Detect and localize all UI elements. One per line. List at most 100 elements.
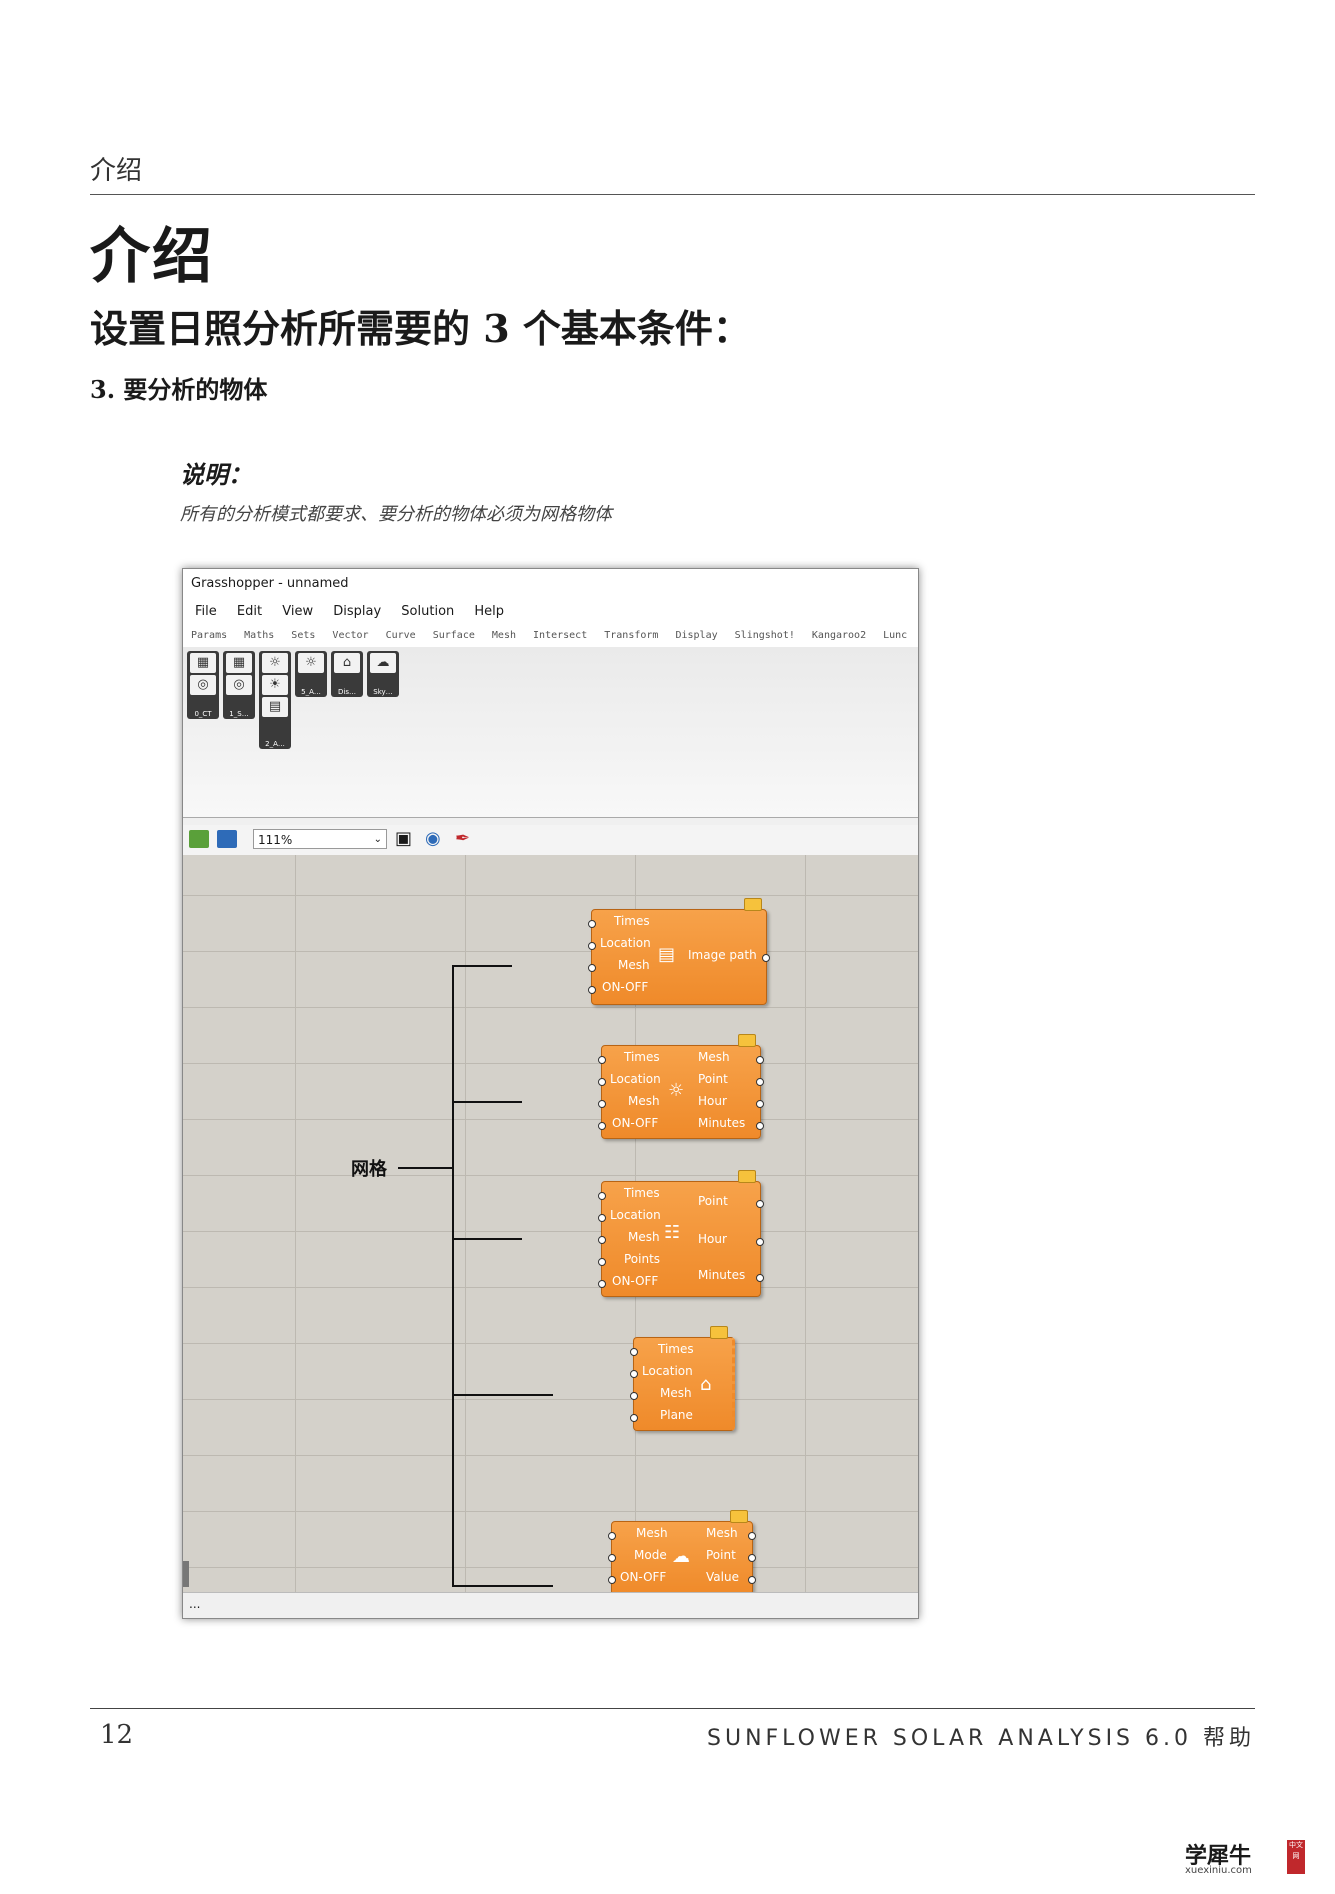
output-port[interactable] [756, 1274, 764, 1282]
output-label: Mesh [706, 1526, 738, 1540]
input-port[interactable] [608, 1576, 616, 1584]
note-title: 说明： [180, 460, 252, 489]
ribbon-group-label: Dis… [338, 688, 356, 696]
logo-stamp: 中文网 [1287, 1840, 1305, 1874]
input-port[interactable] [630, 1414, 638, 1422]
output-port[interactable] [756, 1100, 764, 1108]
tab-transform[interactable]: Transform [604, 630, 659, 641]
tab-intersect[interactable]: Intersect [533, 630, 588, 641]
input-port[interactable] [598, 1280, 606, 1288]
output-label: Hour [698, 1094, 727, 1108]
output-label: Image path [688, 948, 757, 962]
save-file-icon[interactable] [217, 830, 237, 848]
output-port[interactable] [748, 1554, 756, 1562]
ribbon-group-ct[interactable]: ▦ ◎ 0_CT [187, 651, 219, 719]
component-sun-grid[interactable]: Times Location Mesh Points ON-OFF ☷ Poin… [598, 1170, 764, 1297]
input-label: Mesh [660, 1386, 692, 1400]
output-port[interactable] [756, 1078, 764, 1086]
input-port[interactable] [630, 1348, 638, 1356]
ribbon-group-dis[interactable]: ⌂ Dis… [331, 651, 363, 697]
menu-view[interactable]: View [282, 604, 314, 619]
ribbon-group-a[interactable]: ☼ ☀ ▤ 2_A… [259, 651, 291, 749]
tab-curve[interactable]: Curve [385, 630, 416, 641]
input-port[interactable] [598, 1078, 606, 1086]
input-port[interactable] [630, 1392, 638, 1400]
menu-help[interactable]: Help [474, 604, 505, 619]
calendar-icon: ▦ [190, 653, 216, 673]
chart-icon: ▤ [262, 697, 288, 717]
component-sun-mesh[interactable]: Times Location Mesh ON-OFF ☼ Mesh Point … [598, 1034, 764, 1139]
grid-line [805, 855, 806, 1592]
grid-line [183, 1287, 918, 1288]
tab-params[interactable]: Params [191, 630, 228, 641]
ribbon-group-label: 1_S… [229, 710, 249, 718]
input-port[interactable] [598, 1056, 606, 1064]
status-bar: ... [183, 1592, 918, 1618]
tab-surface[interactable]: Surface [432, 630, 475, 641]
menu-solution[interactable]: Solution [401, 604, 455, 619]
input-port[interactable] [588, 920, 596, 928]
input-port[interactable] [588, 942, 596, 950]
output-port[interactable] [748, 1532, 756, 1540]
ribbon-group-analysis[interactable]: ☼ 5_A… [295, 651, 327, 697]
menu-edit[interactable]: Edit [236, 604, 263, 619]
input-port[interactable] [630, 1370, 638, 1378]
grid-line [183, 1231, 918, 1232]
grid-line [183, 1007, 918, 1008]
tab-kangaroo2[interactable]: Kangaroo2 [811, 630, 867, 641]
output-port[interactable] [756, 1238, 764, 1246]
input-port[interactable] [598, 1214, 606, 1222]
sun-grid-icon: ☷ [664, 1222, 681, 1243]
ribbon-group-sky[interactable]: ☁ Sky… [367, 651, 399, 697]
zoom-extents-icon[interactable]: ▣ [395, 828, 413, 849]
input-label: Mesh [618, 958, 650, 972]
tab-lunchbox[interactable]: Lunc [883, 630, 908, 641]
ribbon-group-s[interactable]: ▦ ◎ 1_S… [223, 651, 255, 719]
menu-display[interactable]: Display [333, 604, 382, 619]
input-port[interactable] [588, 964, 596, 972]
output-port[interactable] [756, 1056, 764, 1064]
image-chart-icon: ▤ [658, 944, 676, 965]
preview-eye-icon[interactable]: ◉ [425, 828, 441, 849]
menu-file[interactable]: File [195, 604, 217, 619]
output-port[interactable] [756, 1200, 764, 1208]
zoom-select[interactable]: 111% ⌄ [253, 829, 387, 849]
input-port[interactable] [598, 1236, 606, 1244]
branch-wire [452, 1585, 553, 1587]
component-house-sun[interactable]: Times Location Mesh Plane ⌂ [630, 1326, 735, 1431]
open-file-icon[interactable] [189, 830, 209, 848]
input-port[interactable] [598, 1122, 606, 1130]
vertical-scrollbar[interactable] [183, 1561, 189, 1587]
input-port[interactable] [608, 1554, 616, 1562]
output-label: Point [706, 1548, 736, 1562]
tab-slingshot[interactable]: Slingshot! [734, 630, 795, 641]
grasshopper-canvas[interactable]: 网格 Times Location Mesh ON-OFF ▤ Image pa… [183, 855, 918, 1592]
input-label: Times [614, 914, 650, 928]
component-sky-cloud[interactable]: Mesh Mode ON-OFF ☁ Mesh Point Value [608, 1510, 756, 1592]
sketch-pen-icon[interactable]: ✒ [455, 828, 471, 849]
input-port[interactable] [588, 986, 596, 994]
output-port[interactable] [756, 1122, 764, 1130]
component-image-path[interactable]: Times Location Mesh ON-OFF ▤ Image path [588, 898, 770, 1005]
tab-vector[interactable]: Vector [332, 630, 369, 641]
zoom-value: 111% [258, 833, 293, 847]
input-port[interactable] [598, 1192, 606, 1200]
tab-display[interactable]: Display [675, 630, 718, 641]
tab-mesh[interactable]: Mesh [491, 630, 516, 641]
ribbon-group-label: 0_CT [194, 710, 212, 718]
calendar-info-icon: ▦ [226, 653, 252, 673]
output-port[interactable] [762, 954, 770, 962]
menu-bar: File Edit View Display Solution Help [183, 599, 918, 625]
grid-line [183, 1567, 918, 1568]
input-port[interactable] [598, 1100, 606, 1108]
header-divider [90, 194, 1255, 195]
input-label: Plane [660, 1408, 693, 1422]
output-label: Point [698, 1072, 728, 1086]
grid-line [183, 1511, 918, 1512]
output-port[interactable] [748, 1576, 756, 1584]
tab-maths[interactable]: Maths [244, 630, 275, 641]
input-port[interactable] [598, 1258, 606, 1266]
grid-line [183, 1455, 918, 1456]
input-port[interactable] [608, 1532, 616, 1540]
tab-sets[interactable]: Sets [291, 630, 316, 641]
